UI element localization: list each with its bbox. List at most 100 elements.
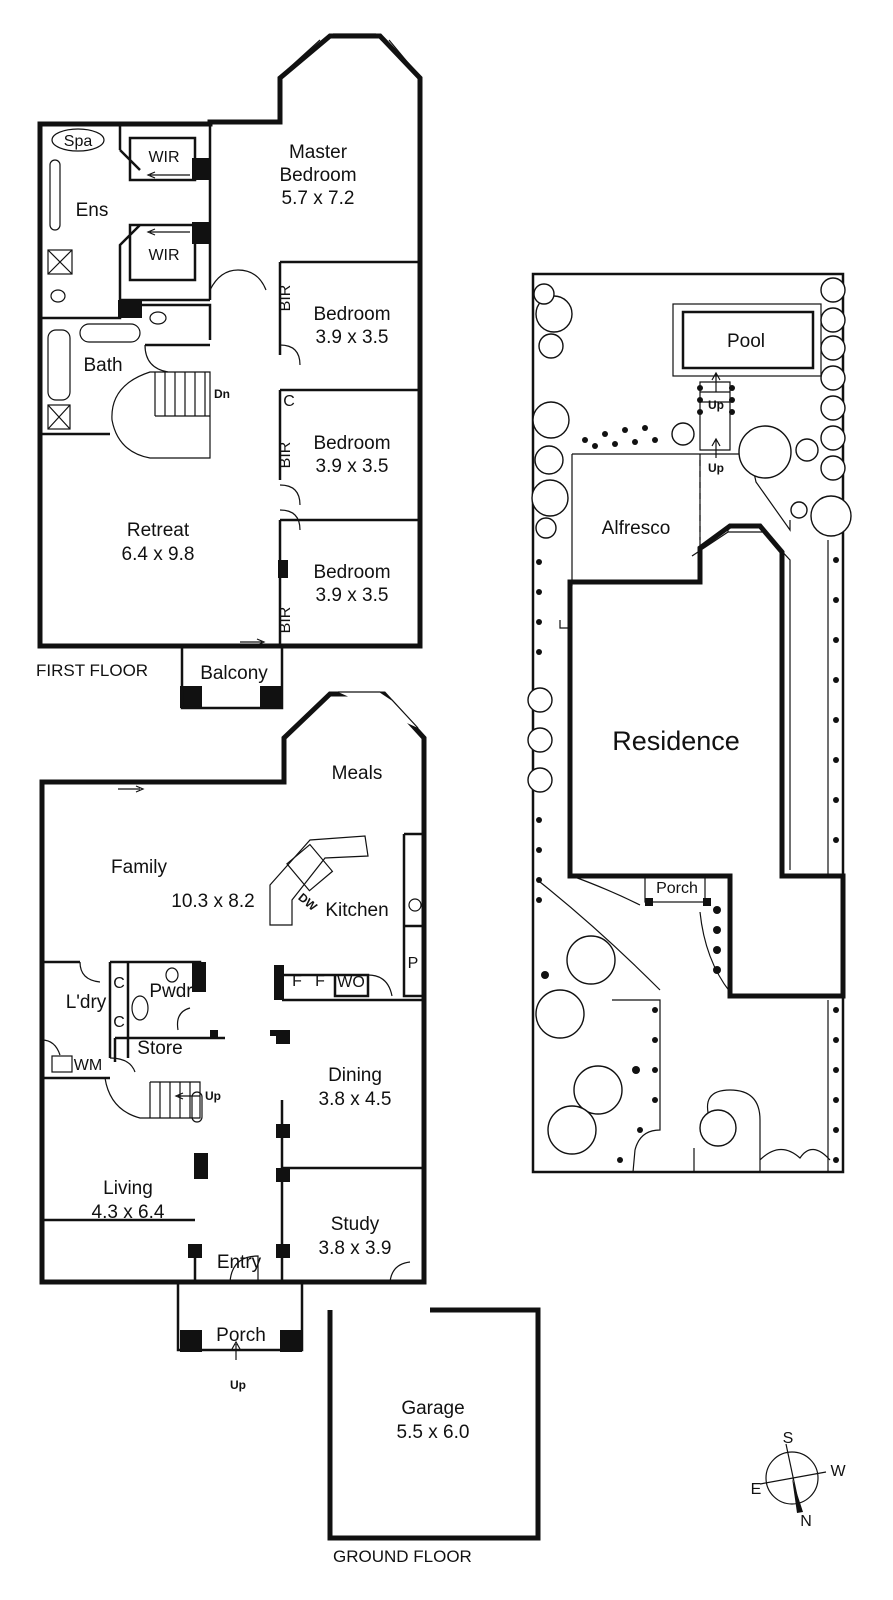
- store-label: Store: [137, 1038, 182, 1059]
- porch-label: Porch: [216, 1325, 266, 1346]
- toilet: [149, 311, 167, 325]
- alfresco-area: [571, 453, 791, 586]
- compass-north-arrow: [792, 1478, 803, 1513]
- ground-floor-plan: Meals Family 10.3 x 8.2 DW Kitchen P F F…: [39, 691, 541, 1566]
- wm-label: WM: [74, 1057, 102, 1074]
- bedroom-1-size: 3.9 x 3.5: [316, 327, 389, 348]
- fridge-1-label: F: [292, 973, 302, 990]
- balcony-label: Balcony: [200, 663, 268, 684]
- washing-machine: [51, 1055, 73, 1073]
- dw-label: DW: [295, 890, 320, 914]
- living-size: 4.3 x 6.4: [92, 1202, 165, 1223]
- first-floor-caption: FIRST FLOOR: [36, 661, 148, 680]
- garage-label: Garage: [401, 1398, 464, 1419]
- compass-s: S: [783, 1430, 794, 1447]
- garage-size: 5.5 x 6.0: [397, 1422, 470, 1443]
- ens-toilet: [50, 289, 66, 303]
- compass-circle: [765, 1451, 819, 1505]
- study-size: 3.8 x 3.9: [319, 1238, 392, 1259]
- garden-paths: [539, 620, 831, 1173]
- bir-3-label: BIR: [277, 607, 294, 634]
- laundry-sink: [131, 995, 149, 1021]
- bath-label: Bath: [83, 355, 122, 376]
- bir-2-label: BIR: [277, 442, 294, 469]
- pwdr-toilet: [165, 967, 179, 983]
- ground-floor-windows: [41, 781, 425, 1283]
- pool-surround: [672, 303, 822, 377]
- compass-n: N: [800, 1513, 812, 1530]
- compass-w: W: [830, 1463, 846, 1480]
- first-floor-plan: Spa WIR WIR Ens Master Bedroom 5.7 x 7.2…: [36, 33, 423, 710]
- compass-e: E: [751, 1481, 762, 1498]
- meals-bay-windows: [289, 691, 425, 790]
- first-floor-outer-wall: [37, 33, 423, 649]
- bath-vanity: [79, 323, 141, 343]
- living-label: Living: [103, 1178, 153, 1199]
- stairs-up-label: Up: [205, 1089, 221, 1103]
- bathtub: [47, 329, 71, 401]
- ens-label: Ens: [76, 200, 109, 221]
- bedroom-3-label: Bedroom: [313, 562, 390, 583]
- dining-label: Dining: [328, 1065, 382, 1086]
- meals-label: Meals: [332, 763, 383, 784]
- bedroom-2-label: Bedroom: [313, 433, 390, 454]
- site-trees: [527, 277, 852, 1155]
- residence-label: Residence: [612, 726, 740, 756]
- residence-footprint: [567, 523, 846, 999]
- first-floor-stairs: [111, 371, 211, 459]
- bedroom-3-size: 3.9 x 3.5: [316, 585, 389, 606]
- bir-1-label: BIR: [277, 285, 294, 312]
- porch-up-label: Up: [230, 1378, 246, 1392]
- site-boundary: [531, 272, 845, 1174]
- ens-vanity: [49, 159, 61, 231]
- spa-label: Spa: [64, 133, 93, 150]
- front-porch-wall: [176, 1282, 304, 1352]
- retreat-size: 6.4 x 9.8: [122, 544, 195, 565]
- first-floor-doors: [144, 269, 301, 531]
- hedge-dots: [536, 385, 839, 1163]
- dining-size: 3.8 x 4.5: [319, 1089, 392, 1110]
- pantry-label: P: [408, 955, 419, 972]
- study-label: Study: [331, 1214, 380, 1235]
- retreat-label: Retreat: [127, 520, 190, 541]
- kitchen-sink: [286, 843, 334, 892]
- stairs-dn-label: Dn: [214, 387, 230, 401]
- ground-floor-stairs: [104, 1077, 201, 1119]
- cooktop: [408, 898, 422, 912]
- entry-label: Entry: [217, 1252, 262, 1273]
- master-bay-windows: [286, 33, 421, 118]
- wir-top-label: WIR: [148, 149, 179, 166]
- cupboard-2-label: C: [113, 1014, 125, 1031]
- first-floor-windows: [39, 280, 421, 647]
- kitchen-label: Kitchen: [325, 900, 388, 921]
- family-size: 10.3 x 8.2: [171, 891, 254, 912]
- wir-bottom-label: WIR: [148, 247, 179, 264]
- master-bedroom-size: 5.7 x 7.2: [282, 188, 355, 209]
- cupboard-1-label: C: [113, 975, 125, 992]
- pool-label: Pool: [727, 331, 765, 352]
- master-bedroom-label-2: Bedroom: [279, 165, 356, 186]
- bedroom-1-label: Bedroom: [313, 304, 390, 325]
- pwdr-label: Pwdr: [149, 981, 193, 1002]
- ground-floor-interior-walls: [42, 832, 424, 1282]
- laundry-label: L'dry: [66, 992, 107, 1013]
- ground-floor-caption: GROUND FLOOR: [333, 1547, 472, 1566]
- balcony-wall: [180, 646, 284, 710]
- pool: [681, 310, 815, 370]
- compass-rose: S W E N: [751, 1430, 847, 1530]
- c-label: C: [283, 393, 295, 410]
- alfresco-label: Alfresco: [602, 518, 671, 539]
- master-bedroom-label-1: Master: [289, 142, 348, 163]
- family-label: Family: [111, 857, 167, 878]
- pool-steps-up-2: Up: [708, 461, 724, 475]
- wo-label: WO: [337, 974, 365, 991]
- bath-shower: [47, 404, 71, 430]
- spa-tub: [51, 128, 105, 152]
- bedroom-2-size: 3.9 x 3.5: [316, 456, 389, 477]
- site-plan: Pool Up Up Alfresco Residence Porch: [527, 272, 852, 1174]
- site-porch-label: Porch: [656, 880, 698, 897]
- kitchen-island: [269, 835, 369, 926]
- site-porch: [644, 875, 706, 903]
